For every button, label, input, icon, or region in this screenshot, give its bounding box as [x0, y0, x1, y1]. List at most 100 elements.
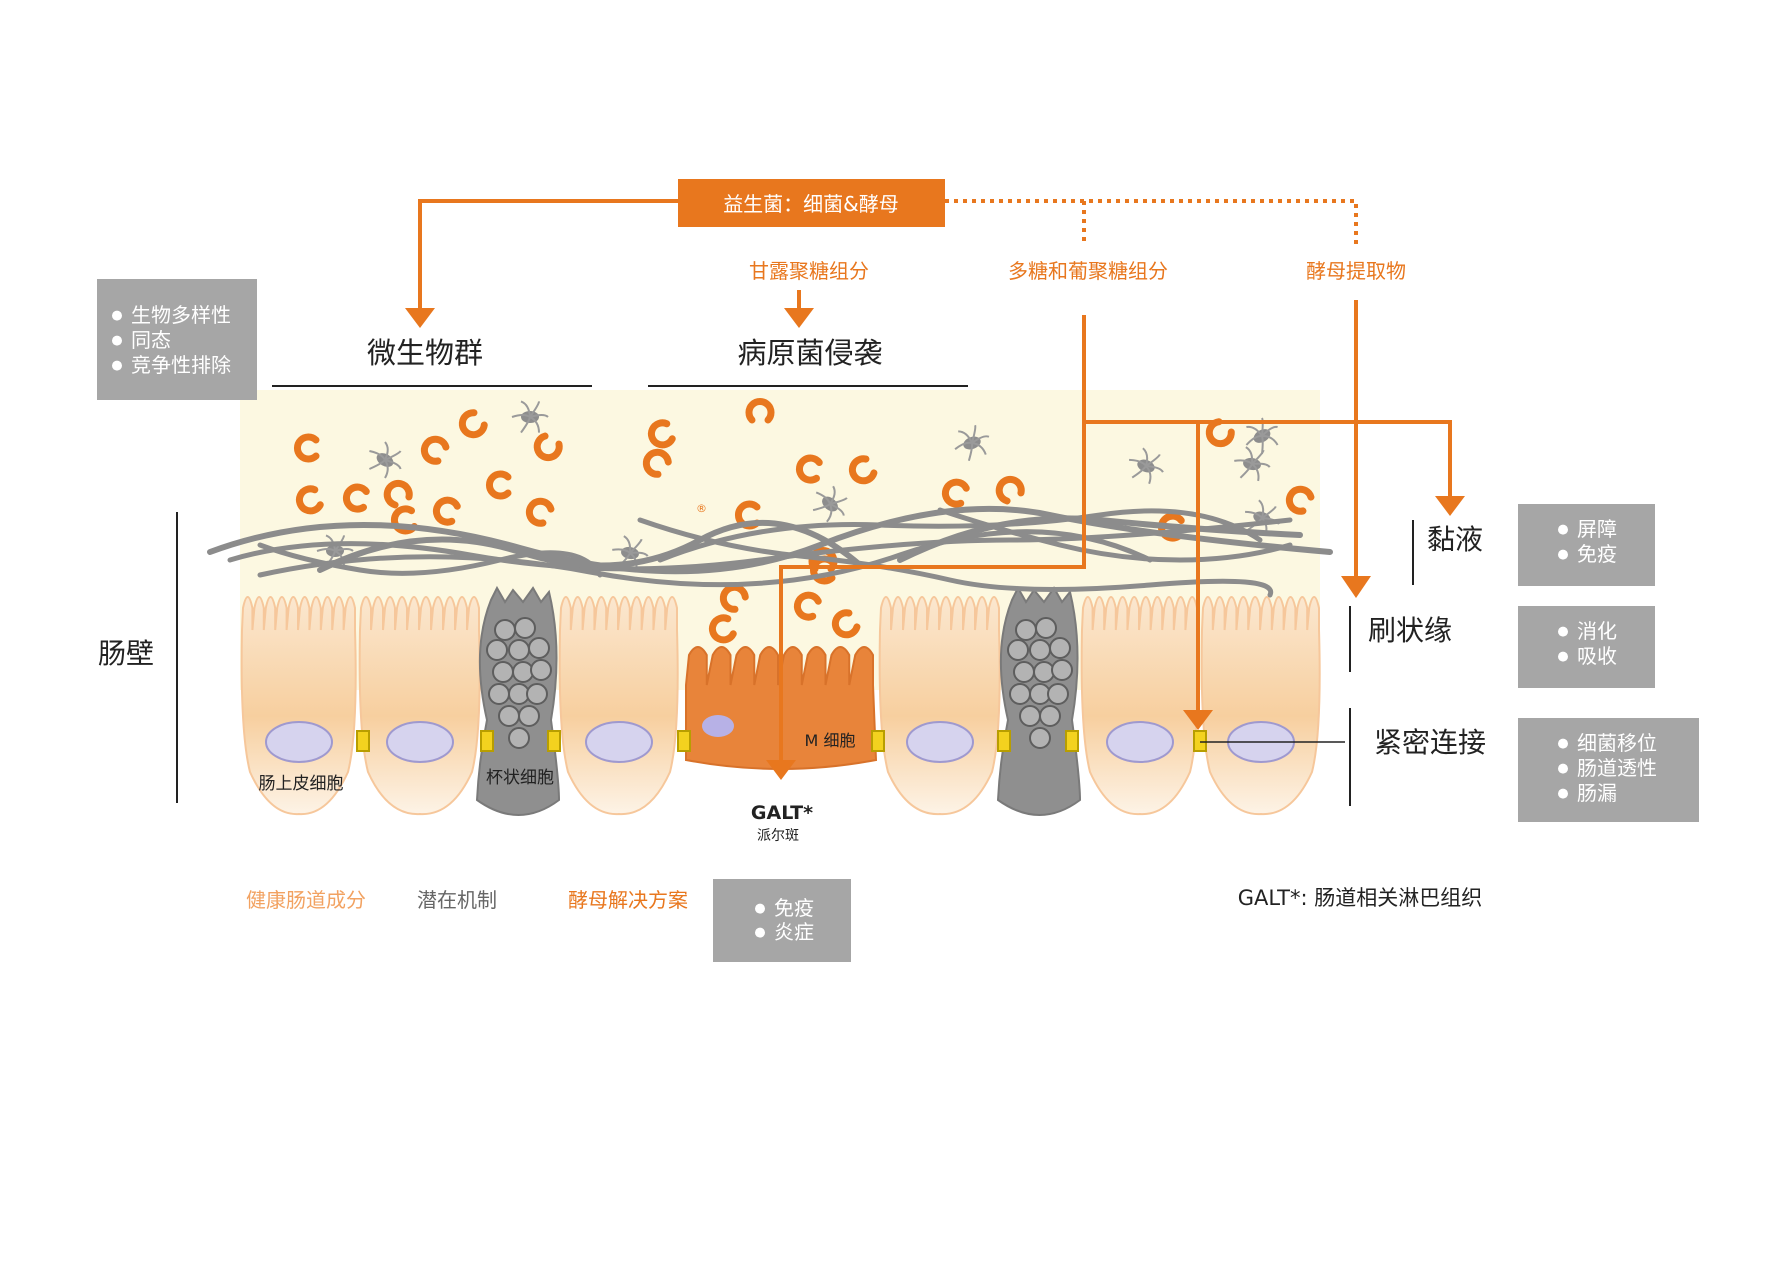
commensal-bacterium [941, 478, 970, 508]
layer-label: 紧密连接 [1374, 726, 1486, 759]
commensal-bacterium [383, 479, 413, 509]
commensal-bacterium [708, 614, 737, 644]
commensal-bacterium [294, 433, 320, 463]
epithelium [240, 585, 1321, 816]
mucus-fiber [897, 515, 1303, 563]
arrowhead-mucus [1435, 496, 1465, 516]
pathogen [954, 424, 990, 462]
commensal-bacterium [486, 470, 512, 500]
commensal-bacterium [719, 583, 749, 613]
glucan-label: 多糖和葡聚糖组分 [1008, 259, 1168, 283]
layer-info-box [1518, 606, 1655, 688]
cell-nucleus [906, 721, 974, 763]
arrow-probiotic-microbiota [418, 199, 678, 310]
commensal-bacterium [793, 591, 822, 621]
commensal-bacterium [390, 505, 418, 535]
commensal-bacterium [1205, 418, 1235, 448]
mucin-granule [1047, 683, 1069, 705]
commensal-bacterium [420, 435, 450, 465]
goblet-cell-label: 杯状细胞 [486, 768, 554, 788]
mucin-granule [492, 661, 514, 683]
mucin-granule [486, 639, 508, 661]
commensal-bacterium [525, 497, 555, 527]
m-cell-label: M 细胞 [805, 731, 856, 750]
pathogen [369, 441, 402, 479]
mucin-granule [530, 659, 552, 681]
bullet-text: 屏障 [1577, 517, 1617, 541]
bullet-text: 肠漏 [1577, 781, 1617, 805]
arrowhead-galt [766, 760, 796, 780]
mucin-granule [1051, 659, 1073, 681]
bullet-text: 肠道透性 [1577, 756, 1657, 780]
mucin-granule [1039, 705, 1061, 727]
tight-junction [480, 730, 494, 752]
arrowhead-brush [1341, 576, 1371, 598]
bullet-dot [112, 360, 122, 371]
mucin-granule [1033, 661, 1055, 683]
mucin-granule [494, 619, 516, 641]
m-cell-nucleus [702, 715, 734, 737]
bullet-dot [755, 927, 765, 938]
layer-label: 黏液 [1427, 523, 1483, 556]
bullet-text: 竞争性排除 [131, 353, 231, 377]
commensal-bacterium [848, 455, 878, 485]
commensal-bacterium [745, 398, 775, 424]
bullet-dot [1558, 524, 1568, 535]
mucin-granule [1049, 637, 1071, 659]
layer-labels: 黏液屏障免疫刷状缘消化吸收紧密连接细菌移位肠道透性肠漏 [1349, 504, 1699, 822]
pathogen [1129, 447, 1164, 485]
arrowhead-junction [1183, 710, 1213, 730]
epithelial-cell [558, 596, 679, 816]
commensal-bacterium [295, 485, 324, 515]
tight-junction [677, 730, 691, 752]
mucin-granule [1019, 705, 1041, 727]
cell-nucleus [1106, 721, 1174, 763]
pathogen-title: 病原菌侵袭 [737, 336, 882, 370]
peyer-label: 派尔斑 [757, 828, 799, 844]
mucin-granule [526, 683, 548, 705]
mucin-granule [498, 705, 520, 727]
galt-label: GALT* [751, 802, 813, 824]
tight-junction [997, 730, 1011, 752]
epithelial-cell-label: 肠上皮细胞 [259, 774, 344, 794]
bullet-text: 生物多样性 [131, 303, 231, 327]
mucin-granule [518, 705, 540, 727]
mucin-granule [514, 617, 536, 639]
mucin-granule [512, 661, 534, 683]
extract-label: 酵母提取物 [1306, 259, 1406, 283]
microbes: ® [294, 398, 1315, 644]
bullet-text: 同态 [131, 328, 171, 352]
cell-nucleus [386, 721, 454, 763]
epithelial-cell [878, 596, 1001, 816]
commensal-bacterium [795, 454, 823, 484]
mucin-granule [1009, 683, 1031, 705]
bullet-text: 免疫 [1577, 542, 1617, 566]
mucus-fiber [637, 517, 1274, 598]
mucus-fiber [257, 529, 1153, 588]
arrowhead-pathogen [784, 308, 814, 328]
glucan-to-galt [779, 315, 1086, 762]
bullet-dot [112, 335, 122, 346]
legend-solution-box [713, 879, 851, 962]
pathogen [1245, 499, 1280, 537]
wall-label: 肠壁 [98, 637, 154, 670]
mucus-fiber [257, 542, 603, 578]
tight-junction [1065, 730, 1079, 752]
mucin-granule [1015, 619, 1037, 641]
connector-lines [405, 199, 1465, 780]
tight-junction [356, 730, 370, 752]
mucus-fiber [937, 507, 1293, 563]
microbiota-title: 微生物群 [367, 336, 483, 370]
epithelial-cell [1200, 596, 1321, 816]
registered-mark: ® [696, 502, 707, 515]
mucin-granule [508, 639, 530, 661]
legend-solution: 酵母解决方案 [568, 888, 688, 912]
layer-info-box [1518, 718, 1699, 822]
legend-healthy: 健康肠道成分 [246, 888, 366, 912]
